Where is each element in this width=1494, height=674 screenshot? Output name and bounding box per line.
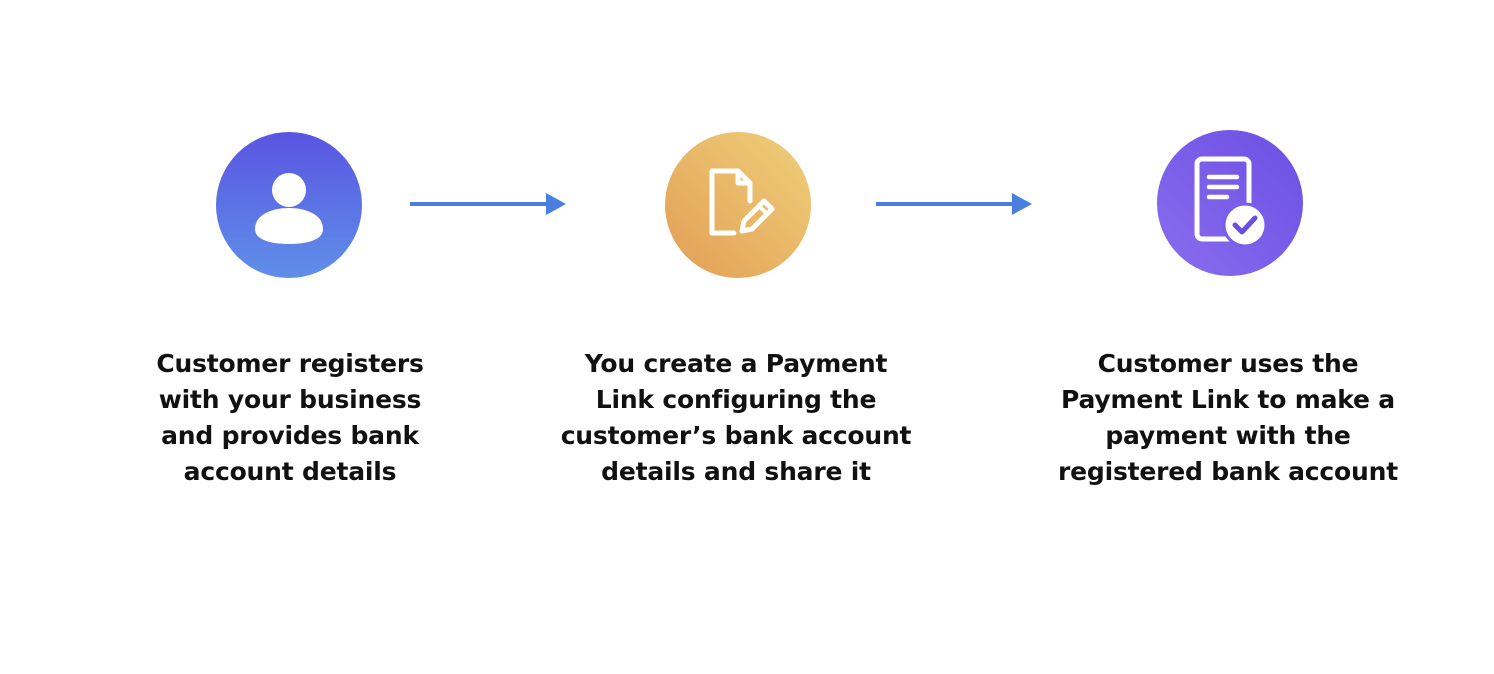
step-1-line-3: and provides bank [161, 421, 419, 450]
step-3-icon-circle [1157, 130, 1303, 276]
user-icon [255, 173, 323, 244]
flow-arrow-2 [876, 193, 1032, 215]
step-3-line-4: registered bank account [1058, 457, 1398, 486]
step-2-line-4: details and share it [601, 457, 871, 486]
step-1-description: Customer registers with your business an… [100, 346, 480, 490]
step-1-line-2: with your business [158, 385, 422, 414]
step-1-line-1: Customer registers [156, 349, 424, 378]
step-2-line-3: customer’s bank account [560, 421, 912, 450]
step-2-line-1: You create a Payment [584, 349, 888, 378]
step-3-line-3: payment with the [1105, 421, 1351, 450]
document-check-icon [1194, 156, 1268, 248]
step-1-icon-circle [216, 132, 362, 278]
document-edit-icon [709, 168, 775, 236]
step-3-line-1: Customer uses the [1097, 349, 1359, 378]
step-2-line-2: Link configuring the [595, 385, 877, 414]
step-3-description: Customer uses the Payment Link to make a… [1038, 346, 1418, 490]
step-1-line-4: account details [183, 457, 397, 486]
flow-arrow-1 [410, 193, 566, 215]
step-3-line-2: Payment Link to make a [1061, 385, 1395, 414]
step-2-description: You create a Payment Link configuring th… [546, 346, 926, 490]
step-2-icon-circle [665, 132, 811, 278]
